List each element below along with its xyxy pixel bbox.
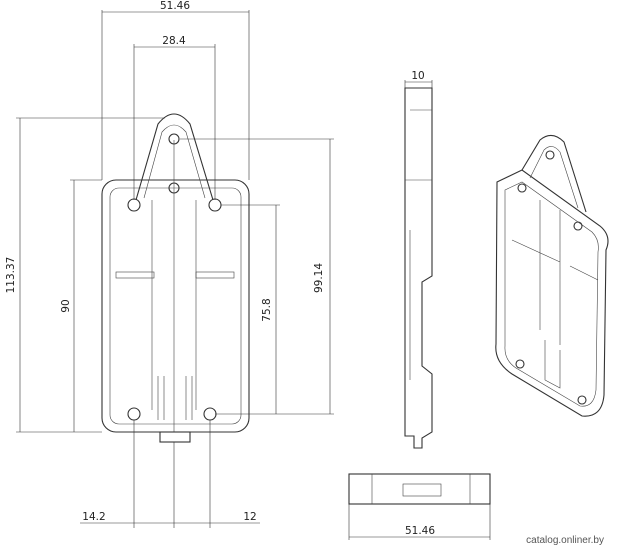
iso-hole-right [573,221,583,231]
side-view: 10 [404,70,433,449]
front-view: 51.46 28.4 113.37 90 99.14 75.8 14.2 12 [5,0,334,528]
dim-rail-height: 75.8 [261,298,273,321]
dim-side-thickness: 10 [411,70,424,82]
mount-hole-top-left [127,198,141,212]
front-hanger-tab [135,113,214,201]
iso-hole-left [517,183,527,193]
iso-hanger-tab [521,134,587,213]
dim-bottom-width: 51.46 [405,525,435,537]
rail-slot-left [115,271,155,279]
side-profile-outline [404,87,433,449]
iso-ribs [511,200,599,345]
dim-hole-to-top: 99.14 [313,263,325,293]
latch-tab [159,431,191,443]
bottom-latch [402,483,442,497]
bottom-view: 51.46 [348,473,491,540]
dim-hole-spacing: 28.4 [162,35,186,47]
front-body-inner [109,187,242,425]
isometric-view [495,134,609,417]
rail-slot-right [195,271,235,279]
dim-front-width: 51.46 [160,0,190,12]
mount-hole-bottom-left [127,407,141,421]
dim-bottom-right: 12 [243,511,256,523]
front-body-outline [101,179,250,433]
mount-hole-bottom-right [203,407,217,421]
front-hanger-inner [143,124,206,199]
iso-hole-bottom-left [515,359,525,369]
iso-hanger-inner [529,146,579,209]
iso-hole-top [545,150,555,160]
dim-overall-height: 113.37 [5,257,17,294]
iso-body-inner [504,181,599,407]
bottom-outline [348,473,491,505]
dim-bottom-left: 14.2 [82,511,105,523]
mount-hole-top-right [208,198,222,212]
latch-arms [157,376,193,420]
iso-hole-bottom-right [577,395,587,405]
iso-body-outline [495,169,609,417]
iso-latch [544,340,561,389]
dim-body-height: 90 [60,299,72,312]
watermark: catalog.onliner.by [526,535,604,546]
